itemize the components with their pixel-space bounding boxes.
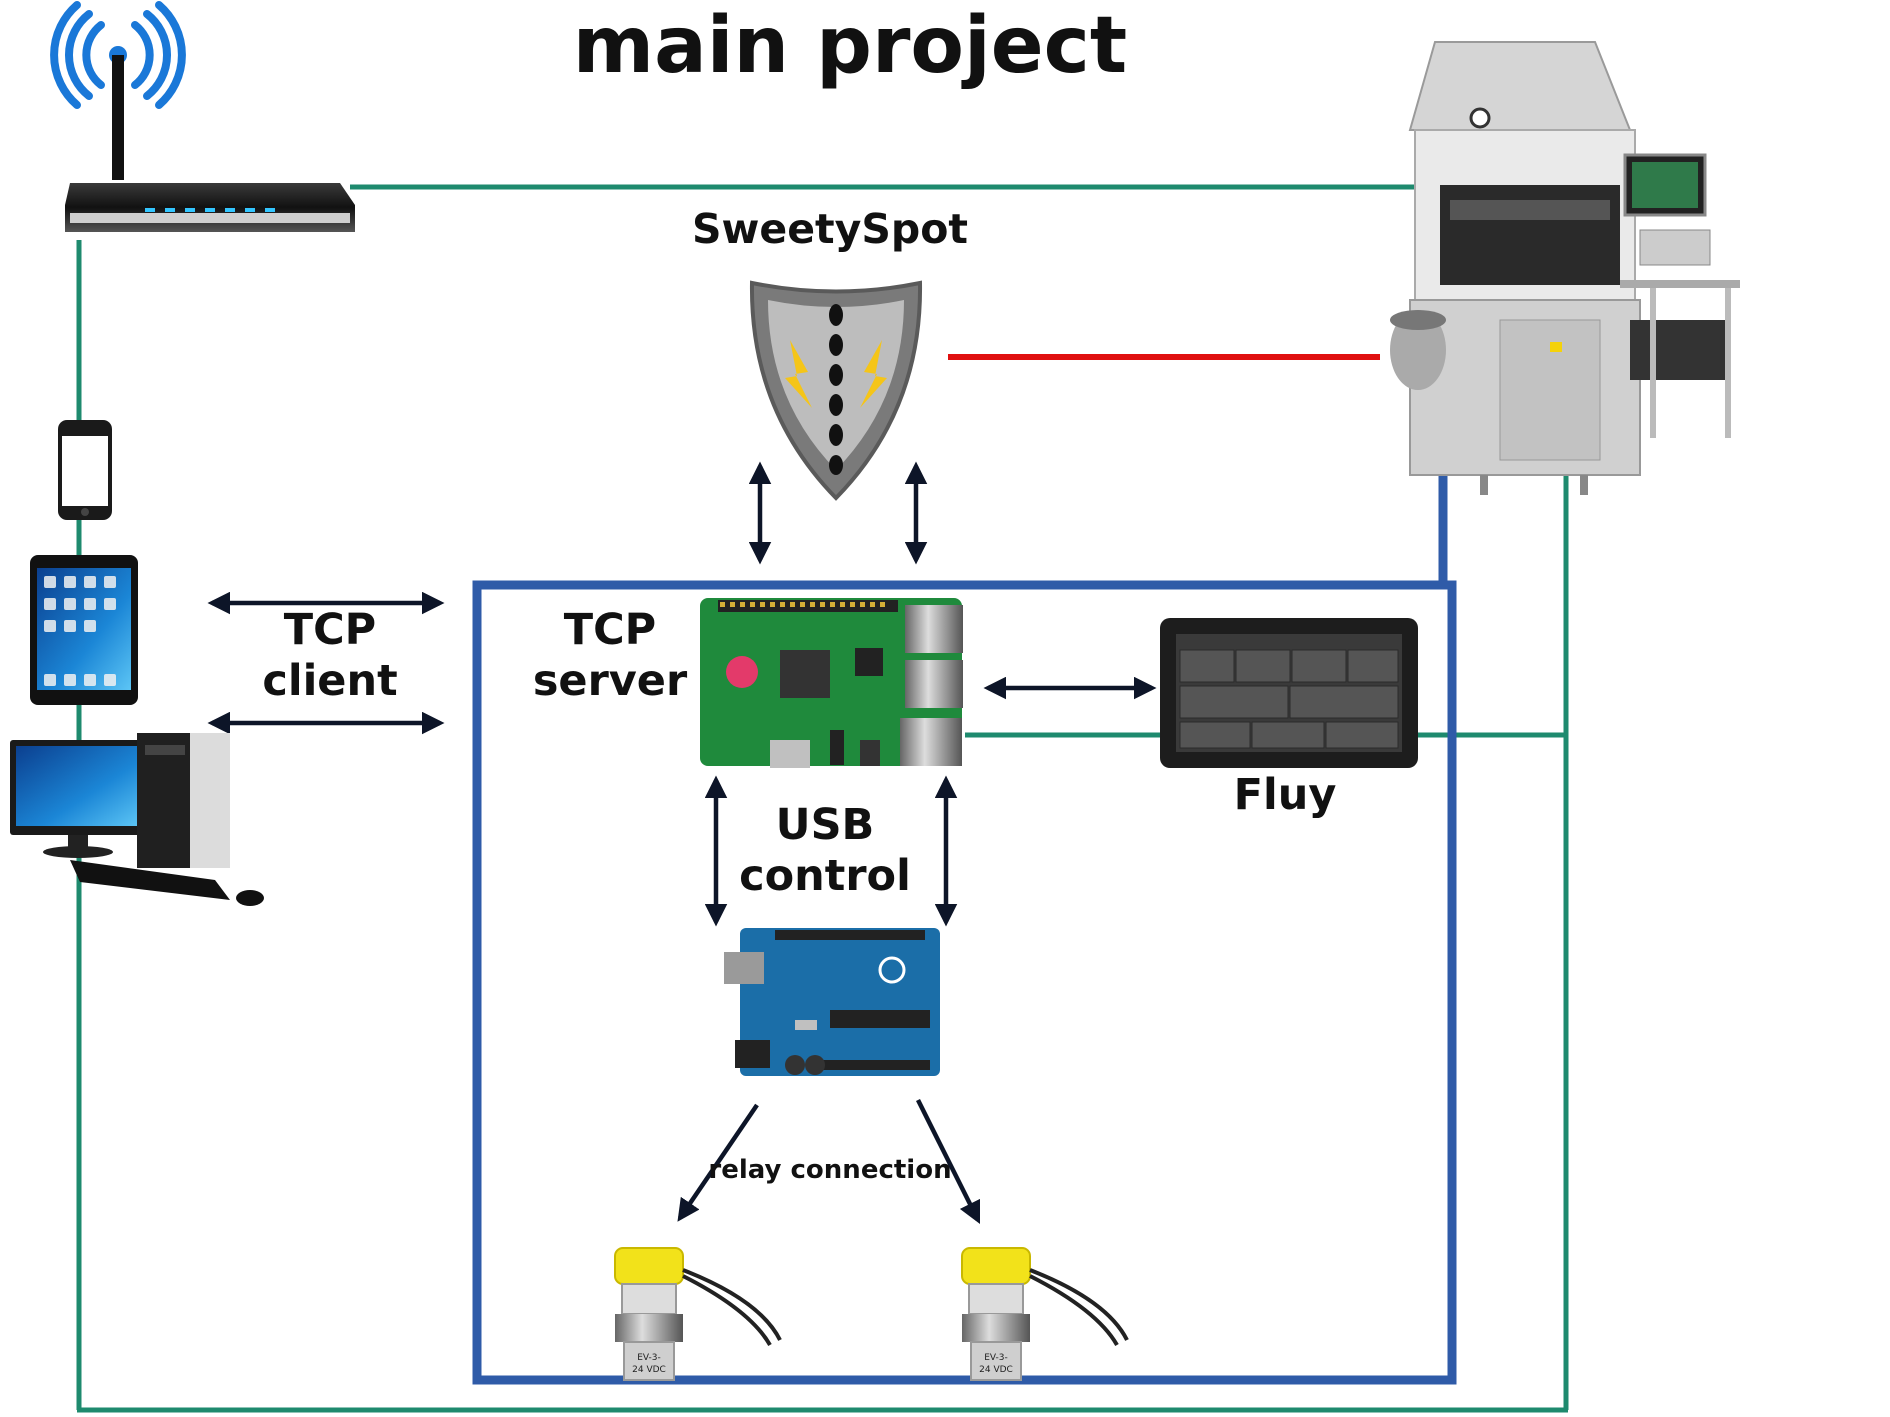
usb-control-label-line1: USB (775, 800, 875, 850)
smartphone-icon (58, 420, 112, 520)
arrows (207, 461, 1157, 1225)
shield-icon (749, 280, 923, 501)
relay-arrow-right (915, 1098, 981, 1225)
sweetyspot-label: SweetySpot (692, 205, 968, 253)
valve-left-model: EV-3- (637, 1353, 661, 1363)
tablet-icon (30, 555, 138, 705)
page-title: main project (572, 1, 1128, 91)
tcp-server-label-line2: server (532, 655, 688, 706)
tcp-client-label-line1: TCP (283, 605, 377, 655)
valve-right-model: EV-3- (984, 1353, 1008, 1363)
enclosure (472, 430, 1457, 1385)
solenoid-valve-icon: EV-3- 24 VDC EV-3- 24 VDC (614, 1247, 1129, 1381)
wifi-router-icon (50, 1, 355, 232)
touchscreen-display-icon (1160, 618, 1418, 768)
desktop-computer-icon (10, 733, 264, 906)
solenoid-valve-left (614, 1247, 782, 1381)
relay-arrow-left (677, 1103, 759, 1222)
solenoid-valve-right (961, 1247, 1129, 1381)
raspberry-pi-board-icon (700, 598, 963, 768)
valve-left-voltage: 24 VDC (632, 1365, 666, 1375)
arduino-board-icon (724, 928, 940, 1076)
tcp-client-label-line2: client (262, 655, 398, 706)
usb-control-label: USB control (710, 800, 940, 901)
tcp-server-label: TCP server (520, 605, 700, 706)
server-enclosure-box (472, 580, 1457, 1385)
tcp-server-label-line1: TCP (563, 605, 657, 655)
valve-right-voltage: 24 VDC (979, 1365, 1013, 1375)
fluy-label: Fluy (1233, 770, 1337, 820)
usb-control-label-line2: control (739, 850, 911, 901)
relay-connection-label: relay connection (708, 1155, 952, 1185)
tcp-client-label: TCP client (220, 605, 440, 706)
lab-instrument-icon (1390, 41, 1740, 495)
